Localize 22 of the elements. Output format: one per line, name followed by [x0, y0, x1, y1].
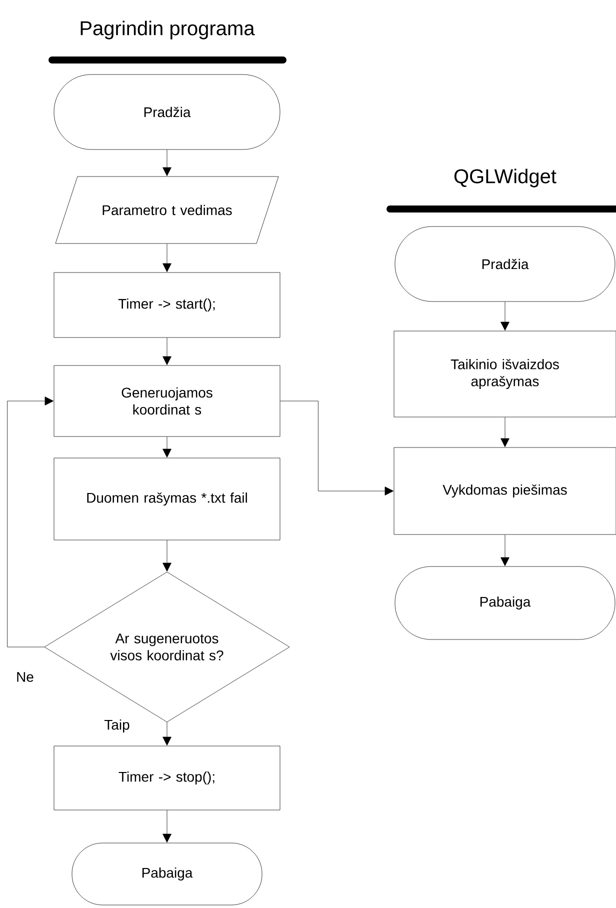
process-box: Duomen rašymas *.txt fail [54, 458, 280, 540]
arrow [162, 150, 172, 176]
arrow [162, 338, 172, 366]
arrow [162, 810, 172, 843]
arrow [162, 722, 172, 746]
lane-heading: QGLWidget [454, 168, 556, 188]
arrow [162, 244, 172, 272]
arrow [280, 400, 394, 496]
process-box: Timer -> start(); [54, 272, 280, 338]
arrow [162, 540, 172, 572]
arrow [500, 534, 510, 566]
input-parallelogram: Parametro t vedimas [55, 176, 279, 244]
arrow [7, 396, 54, 648]
process-box: Taikinio išvaizdos aprašymas [394, 330, 616, 418]
arrow [162, 436, 172, 458]
process-box: Vykdomas piešimas [394, 447, 616, 535]
arrow [500, 302, 510, 331]
lane-heading: Pagrindin programa [80, 20, 255, 40]
process-box: Generuojamos koordinat s [54, 365, 280, 437]
arrow [500, 417, 510, 448]
process-box: Timer -> stop(); [54, 746, 280, 810]
edge-label: Ne [17, 672, 34, 682]
